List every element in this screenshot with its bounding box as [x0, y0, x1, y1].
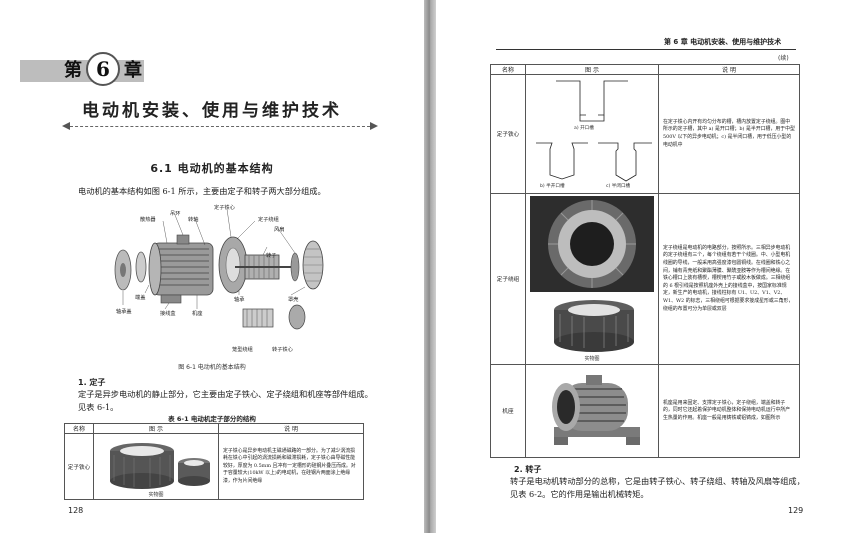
row-description: 定子绕组是电动机的电路部分，按照所示。三相异步电动机的定子绕组有三个，每个绕组有…	[658, 193, 800, 365]
stator-winding-photo	[530, 196, 654, 352]
row-description: 机座是用来固定、支撑定子铁心，定子绕组，端盖和转子的，同时它还起着保护电动机整体…	[658, 364, 800, 458]
row-name: 机座	[490, 364, 526, 458]
label-end-cover: 端盖	[135, 295, 146, 301]
stator-table: 名称 图 示 说 明 定子铁心 实物图 定	[64, 423, 364, 500]
stator-heading: 1. 定子	[78, 378, 106, 387]
row-description: 在定子铁心内开有均匀分布的槽，槽内放置定子绕组。图中所示的定子槽，其中 a) 是…	[658, 74, 800, 194]
intro-paragraph: 电动机的基本结构如图 6-1 所示，主要由定子和转子两大部分组成。	[78, 186, 326, 196]
label-junction-box: 接线盒	[160, 311, 176, 317]
col-figure: 图 示	[525, 64, 659, 75]
row-name: 定子铁心	[490, 74, 526, 194]
col-desc: 说 明	[218, 423, 364, 434]
row-description: 定子铁心是异步电动机主磁通磁路的一部分。为了减少涡流损耗在铁心中引起的涡流损耗和…	[218, 433, 364, 500]
col-figure: 图 示	[93, 423, 219, 434]
photo-caption: 实物图	[148, 492, 164, 498]
label-rotor-core: 转子铁心	[272, 347, 293, 353]
col-name: 名称	[64, 423, 94, 434]
chapter-prefix: 第	[64, 60, 82, 81]
page-number-left: 128	[68, 506, 84, 515]
table-row: 定子铁心 实物图 定子铁心是异步电动机主磁通磁路的一部分。为了减少涡流损耗在铁心…	[64, 433, 364, 500]
label-stator-winding: 定子绕组	[258, 217, 279, 223]
title-divider	[70, 126, 370, 127]
label-stator-core: 定子铁心	[214, 205, 235, 211]
motor-exploded-figure	[114, 208, 324, 330]
photo-caption: 实物图	[584, 356, 600, 362]
header-rule	[496, 49, 796, 50]
row-figure: a) 开口槽 b) 半开口槽 c) 半闭口槽	[525, 74, 659, 194]
caption-open-slot: a) 开口槽	[574, 126, 594, 131]
rotor-heading: 2. 转子	[514, 465, 542, 474]
col-desc: 说 明	[658, 64, 800, 75]
table-row: 机座 机座是用来固定、支撑定子铁心，定子绕组，端盖和转子的，同时它还起着保护电动…	[490, 364, 800, 458]
label-fan: 风扇	[274, 227, 285, 233]
running-header: 第 6 章 电动机安装、使用与维护技术	[664, 38, 782, 46]
label-rotor: 转子	[266, 253, 277, 259]
row-figure: 实物图	[525, 193, 659, 365]
stator-core-photo	[110, 442, 210, 489]
row-name: 定子绕组	[490, 193, 526, 365]
right-page: 第 6 章 电动机安装、使用与维护技术 (续) 名称 图 示 说 明 定子铁心	[436, 0, 860, 533]
col-name: 名称	[490, 64, 526, 75]
chapter-number-circle	[86, 52, 120, 86]
caption-half-closed-slot: c) 半闭口槽	[606, 184, 631, 189]
label-shaft: 转轴	[188, 217, 199, 223]
caption-half-open-slot: b) 半开口槽	[540, 184, 565, 189]
rotor-paragraph: 转子是电动机转动部分的总称，它是由转子铁心、转子绕组、转轴及风扇等组成，见表 6…	[510, 476, 805, 499]
section-title: 6.1 电动机的基本结构	[150, 162, 274, 175]
label-lifting-ring: 吊环	[170, 211, 181, 217]
row-figure: 实物图	[93, 433, 219, 500]
label-bearing: 轴承	[234, 297, 245, 303]
label-frame: 机座	[192, 311, 203, 317]
chapter-number: 6	[96, 57, 110, 81]
chapter-suffix: 章	[124, 60, 142, 81]
figure-caption: 图 6-1 电动机的基本结构	[178, 364, 246, 371]
chapter-title: 电动机安装、使用与维护技术	[82, 101, 342, 121]
left-page: 第 6 章 电动机安装、使用与维护技术 6.1 电动机的基本结构 电动机的基本结…	[0, 0, 424, 533]
book-gutter	[424, 0, 436, 533]
row-name: 定子铁心	[64, 433, 94, 500]
table-row: 定子绕组 实物图 定子绕组是电动机的电路部分，按照所示。三相异步电动机的定子绕组…	[490, 193, 800, 365]
label-radiator: 散热器	[140, 217, 156, 223]
label-cover: 罩壳	[288, 297, 299, 303]
label-squirrel-cage: 笼型绕组	[232, 347, 253, 353]
continued-label: (续)	[778, 55, 789, 62]
stator-table-continued: 名称 图 示 说 明 定子铁心 a) 开口槽 b) 半开口槽	[490, 64, 800, 458]
table-row: 定子铁心 a) 开口槽 b) 半开口槽 c) 半闭口槽 在定子铁心内开有均匀分布…	[490, 74, 800, 194]
table-caption: 表 6-1 电动机定子部分的结构	[168, 415, 256, 423]
arrow-left-icon	[62, 122, 70, 130]
motor-frame-photo	[552, 375, 640, 445]
page-number-right: 129	[788, 506, 804, 515]
arrow-right-icon	[370, 122, 378, 130]
label-bearing-cover: 轴承盖	[116, 309, 132, 315]
row-figure	[525, 364, 659, 458]
stator-paragraph: 定子是异步电动机的静止部分，它主要由定子铁心、定子绕组和机座等部件组成。见表 6…	[78, 389, 373, 412]
slot-shapes-diagram	[536, 80, 652, 182]
